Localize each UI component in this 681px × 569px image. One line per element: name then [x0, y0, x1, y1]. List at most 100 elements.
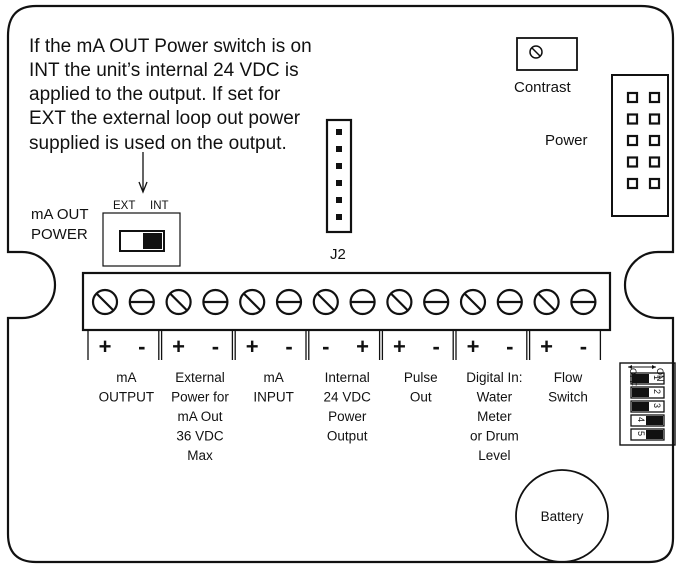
j2-label: J2	[330, 246, 346, 263]
dip-switch-4[interactable]: 4	[630, 414, 665, 427]
polarity-labels: +-+-+--++-+-+-	[99, 334, 587, 359]
terminal-label-line: mA	[116, 370, 136, 385]
j2-pin	[336, 197, 342, 203]
power-switch-body[interactable]	[119, 230, 165, 252]
terminal-label-line: INPUT	[253, 390, 294, 405]
power-header	[611, 74, 669, 217]
dip-switch-1[interactable]: 1	[630, 372, 665, 385]
terminal-screw[interactable]	[128, 288, 155, 316]
polarity-bracket	[381, 330, 454, 360]
terminal-label-line: Level	[478, 448, 510, 463]
power-pin	[648, 134, 661, 147]
polarity-sign: -	[506, 334, 513, 359]
terminal-label-line: Switch	[548, 390, 588, 405]
power-pins	[626, 91, 661, 190]
terminal-label-line: mA	[263, 370, 283, 385]
polarity-bracket	[528, 330, 602, 360]
contrast-pot[interactable]	[516, 37, 578, 71]
power-pin	[626, 177, 639, 190]
dip-switch-3[interactable]: 3	[630, 400, 665, 413]
polarity-sign: -	[433, 334, 440, 359]
polarity-bracket	[455, 330, 528, 360]
j2-pins	[336, 129, 342, 220]
dip-switch-5[interactable]: 5	[630, 428, 665, 441]
j2-pin	[336, 180, 342, 186]
polarity-sign: -	[138, 334, 145, 359]
power-pin	[626, 113, 639, 125]
terminal-label-line: 24 VDC	[324, 390, 372, 405]
terminal-label-line: or Drum	[470, 429, 519, 444]
dip-switches: 1 2 3 4 5	[630, 372, 665, 441]
battery	[515, 469, 609, 563]
power-pin	[648, 91, 661, 104]
switch-label-line: POWER	[31, 226, 88, 243]
dip-position-label: 5	[636, 431, 646, 436]
terminal-screw[interactable]	[496, 288, 523, 316]
terminal-screw[interactable]	[459, 288, 487, 316]
power-pin	[648, 156, 661, 168]
switch-label-line: mA OUT	[31, 206, 89, 223]
board-outline	[6, 4, 675, 564]
note-line: If the mA OUT Power switch is on	[29, 36, 312, 57]
power-switch-knob	[143, 233, 162, 249]
terminal-screw[interactable]	[312, 288, 339, 316]
ext-label: EXT	[113, 200, 135, 212]
terminal-label-line: Internal	[325, 370, 370, 385]
note-line: EXT the external loop out power	[29, 108, 301, 129]
terminal-label-line: Meter	[477, 409, 512, 424]
polarity-bracket	[234, 330, 307, 360]
terminal-label-line: Power	[328, 409, 367, 424]
polarity-sign: +	[467, 334, 480, 359]
polarity-sign: -	[212, 334, 219, 359]
terminal-label-line: Max	[187, 448, 213, 463]
polarity-sign: +	[246, 334, 259, 359]
dip-position-label: 1	[652, 375, 662, 380]
power-switch-frame	[102, 212, 181, 267]
terminal-screw[interactable]	[275, 288, 303, 316]
screw-icon	[529, 45, 543, 59]
terminal-screw[interactable]	[533, 288, 560, 316]
terminal-block	[81, 271, 612, 332]
j2-pin	[336, 214, 342, 220]
note-line: applied to the output. If set for	[29, 84, 281, 105]
terminal-screw[interactable]	[570, 288, 597, 316]
int-label: INT	[150, 200, 169, 212]
terminal-label-line: 36 VDC	[176, 429, 224, 444]
power-pin	[648, 113, 661, 125]
terminal-screw[interactable]	[349, 288, 376, 316]
polarity-sign: -	[580, 334, 587, 359]
polarity-sign: -	[322, 334, 329, 359]
terminal-screw[interactable]	[165, 288, 192, 316]
contrast-label: Contrast	[514, 79, 572, 96]
terminal-screw[interactable]	[239, 288, 266, 316]
terminal-label-line: Flow	[554, 370, 583, 385]
polarity-brackets	[87, 330, 602, 360]
polarity-sign: +	[99, 334, 112, 359]
polarity-sign: -	[285, 334, 292, 359]
dip-position-label: 3	[652, 403, 662, 408]
terminal-label-line: Water	[477, 390, 513, 405]
note-text: If the mA OUT Power switch is on INT the…	[29, 36, 312, 154]
polarity-bracket	[87, 330, 160, 360]
note-line: INT the unit’s internal 24 VDC is	[29, 60, 299, 81]
terminal-label-line: Pulse	[404, 370, 438, 385]
terminal-label-line: Out	[410, 390, 432, 405]
terminal-label-line: External	[175, 370, 225, 385]
dip-switch-2[interactable]: 2	[630, 386, 665, 399]
pointer-arrow	[138, 152, 148, 194]
terminal-screw[interactable]	[202, 288, 229, 316]
battery-label: Battery	[541, 509, 584, 524]
dip-position-label: 2	[652, 389, 662, 394]
polarity-sign: +	[540, 334, 553, 359]
terminal-screw[interactable]	[91, 288, 119, 316]
j2-pin	[336, 146, 342, 152]
terminal-screw[interactable]	[386, 288, 413, 316]
j2-pin	[336, 163, 342, 169]
terminal-screw[interactable]	[423, 288, 450, 316]
power-pin	[626, 134, 639, 147]
dip-on-label: ON	[655, 368, 665, 382]
dip-direction-arrow-icon	[628, 365, 656, 369]
